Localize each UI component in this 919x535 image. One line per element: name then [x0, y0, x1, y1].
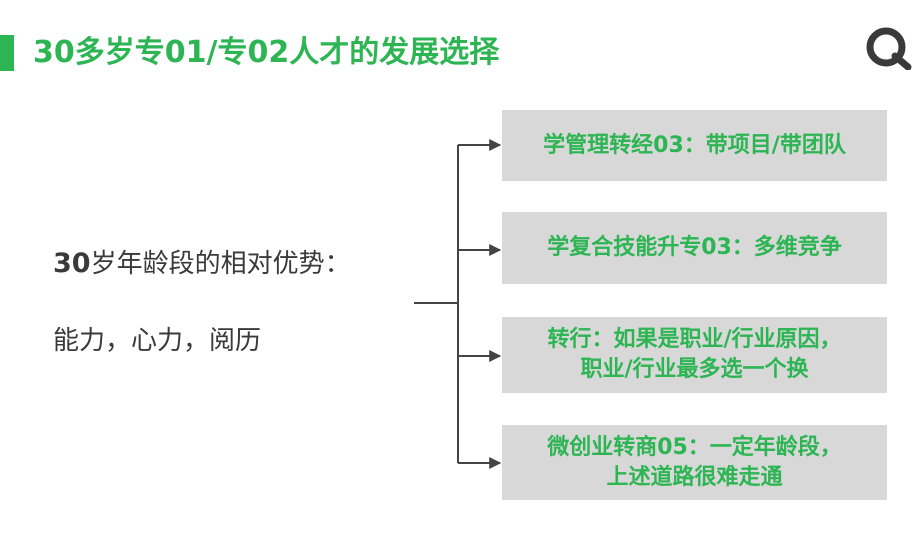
q-logo-icon — [866, 27, 912, 70]
option-text: 上述道路很难走通 — [606, 464, 783, 490]
option-text: 转行：如果是职业/行业原因， — [547, 327, 842, 352]
title-accent-bar — [0, 35, 14, 71]
advantage-list: 能力，心力，阅历 — [53, 326, 262, 356]
page-title: 30多岁专01/专02人才的发展选择 — [33, 35, 500, 70]
option-box-startup: 微创业转商05：一定年龄段， 上述道路很难走通 — [502, 425, 887, 500]
option-box-career-change: 转行：如果是职业/行业原因， 职业/行业最多选一个换 — [502, 317, 887, 393]
option-box-skills: 学复合技能升专03：多维竞争 — [502, 212, 887, 284]
advantage-heading-rest: 岁年龄段的相对优势： — [90, 249, 351, 279]
option-text: 职业/行业最多选一个换 — [580, 357, 809, 382]
advantage-heading: 30岁年龄段的相对优势： — [53, 247, 351, 281]
option-text: 学管理转经03：带项目/带团队 — [543, 132, 846, 158]
option-box-management: 学管理转经03：带项目/带团队 — [502, 110, 887, 181]
advantage-heading-lead: 30 — [53, 248, 91, 279]
option-text: 学复合技能升专03：多维竞争 — [547, 235, 842, 260]
option-text: 微创业转商05：一定年龄段， — [547, 434, 842, 460]
